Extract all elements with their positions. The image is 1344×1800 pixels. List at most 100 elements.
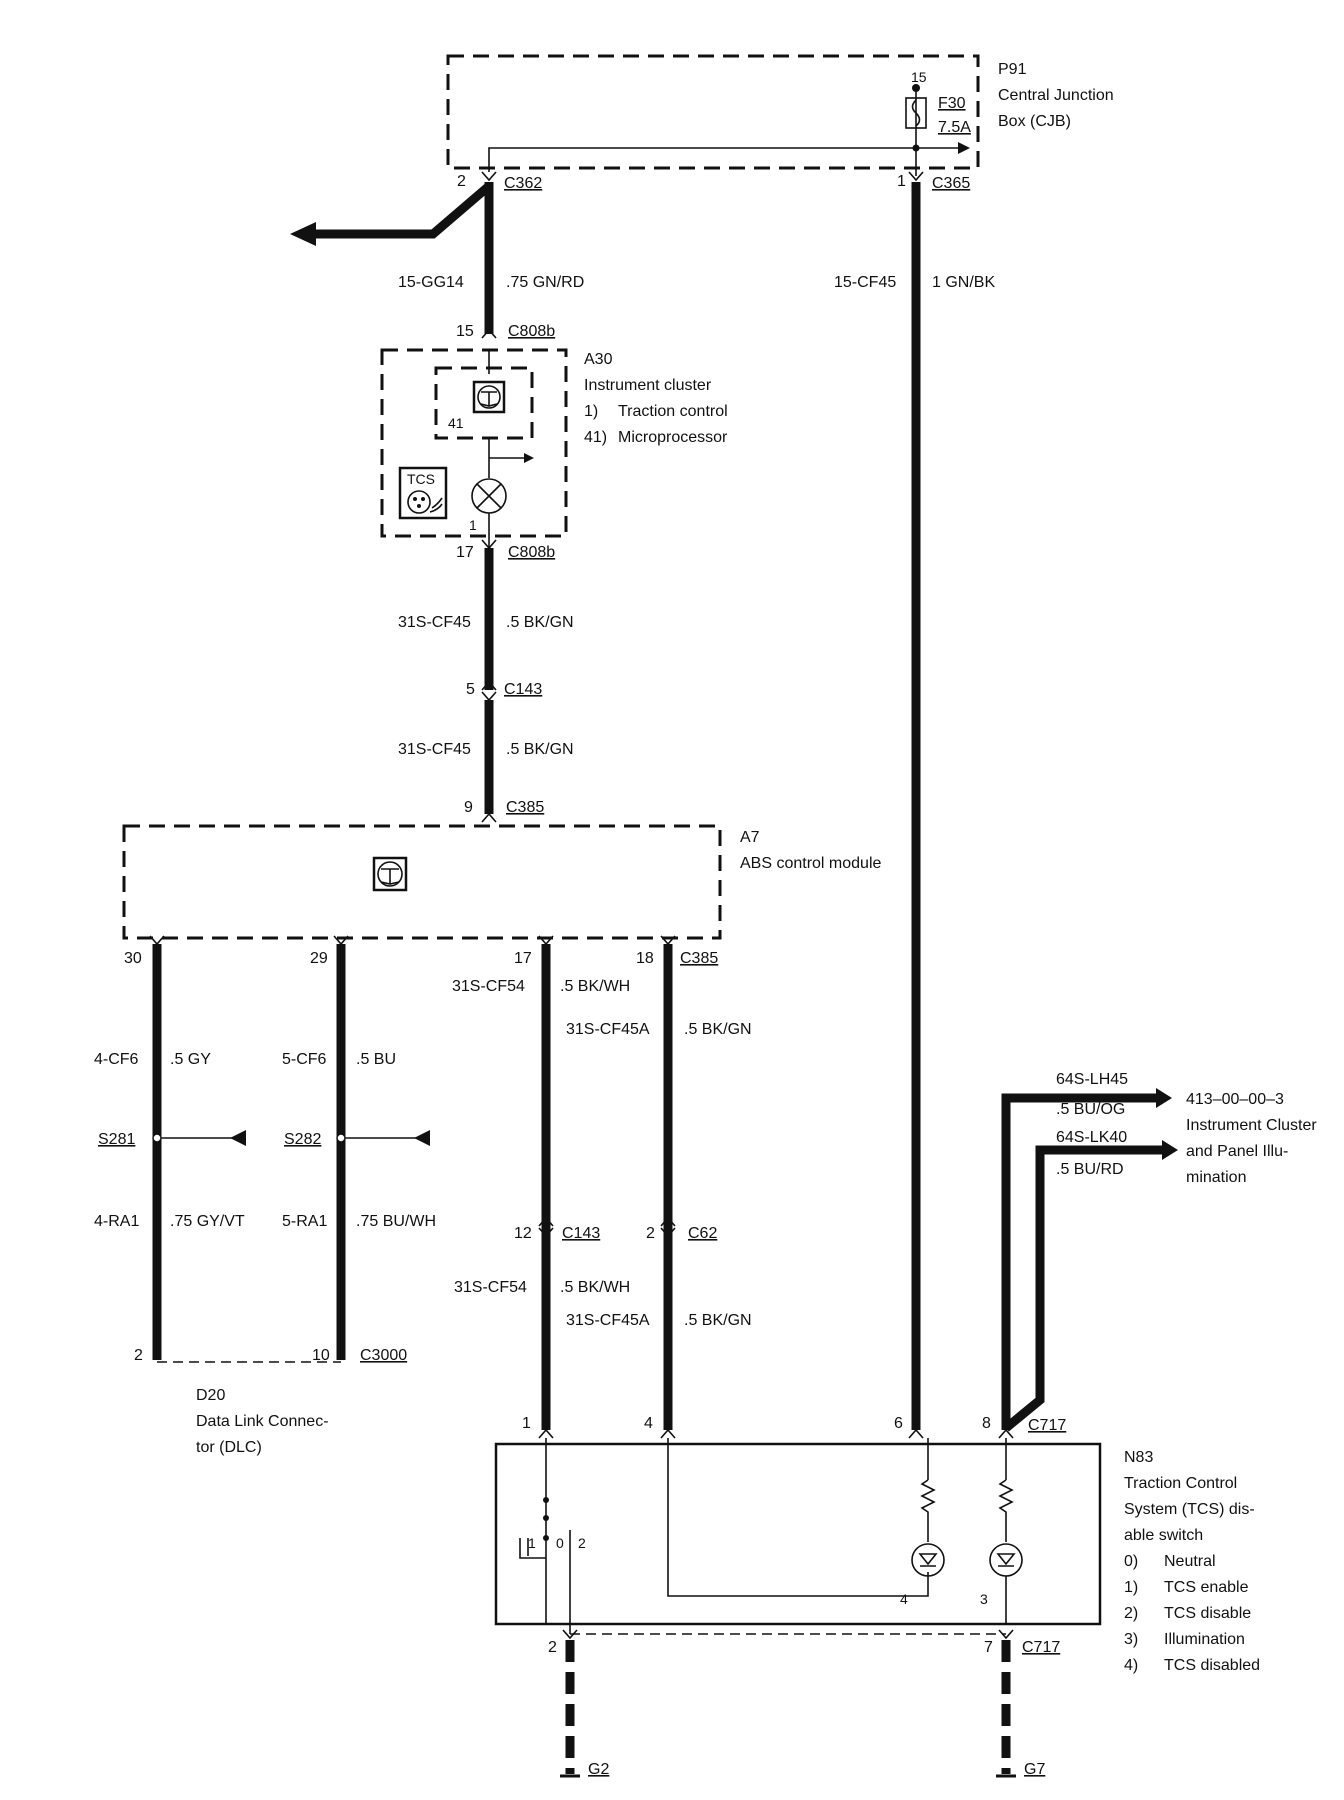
reference-line-2: and Panel Illu- [1186, 1143, 1288, 1160]
wire-circuit: 31S-CF45 [398, 614, 471, 631]
instrument-cluster: 41 1 TCS A30 Instrument cluster 1) Tract… [380, 348, 728, 548]
connector-name: C365 [932, 175, 970, 192]
connector-c362: 2 C362 [457, 171, 542, 192]
wire-spec: .75 GY/VT [170, 1213, 245, 1230]
abs-output-pins: 30 29 17 18 C385 [124, 935, 718, 967]
pin-8: 8 [982, 1415, 991, 1432]
abs-control-module: A7 ABS control module [122, 824, 882, 940]
switch-pos-0: 0 [556, 1535, 564, 1551]
pin-label: 17 [456, 544, 474, 561]
wire-circuit: 5-CF6 [282, 1051, 327, 1068]
pin-2: 2 [548, 1639, 557, 1656]
microprocessor-icon [472, 380, 506, 414]
switch-item-num-1: 1) [1124, 1579, 1138, 1596]
abs-id: A7 [740, 829, 760, 846]
wire-circuit: 64S-LK40 [1056, 1129, 1127, 1146]
fuse-rating: 7.5A [938, 119, 971, 136]
wire-4-cf6: 4-CF6 .5 GY 4-RA1 .75 GY/VT [94, 944, 245, 1360]
reference-line-3: mination [1186, 1169, 1246, 1186]
pin-7: 7 [984, 1639, 993, 1656]
wire-spec: .5 BK/GN [506, 741, 574, 758]
wire-31s-cf45-lower: 31S-CF45 .5 BK/GN [398, 700, 574, 814]
switch-item-num-4: 4) [1124, 1657, 1138, 1674]
cluster-item-num-1: 1) [584, 403, 598, 420]
splice-s282: S282 [284, 1130, 430, 1148]
switch-name-3: able switch [1124, 1527, 1203, 1544]
cluster-item-text-1: Traction control [618, 403, 728, 420]
connector-name: C143 [562, 1225, 600, 1242]
switch-name-1: Traction Control [1124, 1475, 1237, 1492]
connector-c717-bottom: 2 7 C717 [548, 1629, 1060, 1656]
connector-c365: 1 C365 [897, 171, 970, 192]
wire-circuit: 5-RA1 [282, 1213, 327, 1230]
connector-name: C62 [688, 1225, 717, 1242]
lamp-4-label: 4 [900, 1591, 908, 1607]
cluster-name: Instrument cluster [584, 377, 712, 394]
connector-c808b-bottom: 17 C808b [456, 539, 555, 561]
microprocessor-icon [372, 856, 408, 892]
cluster-item-text-2: Microprocessor [618, 429, 728, 446]
dlc-name-2: tor (DLC) [196, 1439, 262, 1456]
pin-17: 17 [514, 950, 532, 967]
central-junction-box: 15 F30 7.5A P91 Central Junction Box (CJ… [446, 54, 1114, 176]
connector-name: C717 [1022, 1639, 1060, 1656]
pin-label: 1 [897, 173, 906, 190]
wire-31s-cf45-upper: 31S-CF45 .5 BK/GN [398, 548, 574, 690]
wire-64s-lk40: 64S-LK40 .5 BU/RD [1003, 1129, 1178, 1432]
cjb-name-1: Central Junction [998, 87, 1114, 104]
pin-label: 5 [466, 681, 475, 698]
wire-64s-lh45: 64S-LH45 .5 BU/OG [1001, 1071, 1172, 1430]
cjb-name-2: Box (CJB) [998, 113, 1071, 130]
label-41: 41 [448, 415, 464, 431]
switch-item-text-0: Neutral [1164, 1553, 1216, 1570]
wire-spec: .75 BU/WH [356, 1213, 436, 1230]
switch-id: N83 [1124, 1449, 1153, 1466]
connector-c385-input: 9 C385 [464, 799, 544, 823]
ground-g2: G2 [560, 1640, 609, 1778]
connector-c143-b: 12 C143 [514, 1216, 600, 1242]
wire-circuit: 15-GG14 [398, 274, 464, 291]
connector-name: C808b [508, 323, 555, 340]
ground-name: G7 [1024, 1761, 1045, 1778]
led-lamp-3-icon [989, 1543, 1023, 1577]
ground-g7: G7 [996, 1640, 1045, 1778]
switch-item-text-4: TCS disabled [1164, 1657, 1260, 1674]
svg-text:TCS: TCS [407, 471, 435, 487]
switch-name-2: System (TCS) dis- [1124, 1501, 1255, 1518]
switch-item-num-3: 3) [1124, 1631, 1138, 1648]
abs-name: ABS control module [740, 855, 882, 872]
led-lamp-4-icon [911, 1543, 945, 1577]
data-link-connector: D20 Data Link Connec- tor (DLC) [196, 1387, 329, 1456]
wire-31s-cf45a: 31S-CF45A .5 BK/GN 31S-CF45A .5 BK/GN [566, 944, 752, 1430]
lamp-3-label: 3 [980, 1591, 988, 1607]
connector-c717-top: 1 4 6 8 C717 [522, 1415, 1066, 1439]
pin-30: 30 [124, 950, 142, 967]
pin-label: 15 [456, 323, 474, 340]
wire-spec: .5 BK/GN [506, 614, 574, 631]
connector-c143-a: 5 C143 [466, 680, 542, 702]
wire-circuit: 31S-CF54 [452, 978, 525, 995]
pin-29: 29 [310, 950, 328, 967]
wire-spec: .5 BK/GN [684, 1021, 752, 1038]
pin-4: 4 [644, 1415, 653, 1432]
pin-label: 12 [514, 1225, 532, 1242]
wire-circuit: 31S-CF45A [566, 1021, 650, 1038]
connector-c808b-top: 15 C808b [456, 323, 555, 340]
connector-c62: 2 C62 [646, 1216, 717, 1242]
cluster-id: A30 [584, 351, 613, 368]
pin-1: 1 [522, 1415, 531, 1432]
connector-name: C717 [1028, 1417, 1066, 1434]
switch-item-text-3: Illumination [1164, 1631, 1245, 1648]
wire-spec: .5 BK/GN [684, 1312, 752, 1329]
wire-spec: 1 GN/BK [932, 274, 995, 291]
label-1: 1 [469, 517, 477, 533]
cluster-item-num-2: 41) [584, 429, 607, 446]
wire-spec: .5 BU/OG [1056, 1101, 1125, 1118]
cjb-id: P91 [998, 61, 1027, 78]
switch-item-text-2: TCS disable [1164, 1605, 1251, 1622]
wire-circuit: 31S-CF45A [566, 1312, 650, 1329]
reference-line-1: Instrument Cluster [1186, 1117, 1317, 1134]
switch-pos-1: 1 [528, 1535, 536, 1551]
wire-spec: .5 GY [170, 1051, 211, 1068]
splice-name: S281 [98, 1131, 135, 1148]
